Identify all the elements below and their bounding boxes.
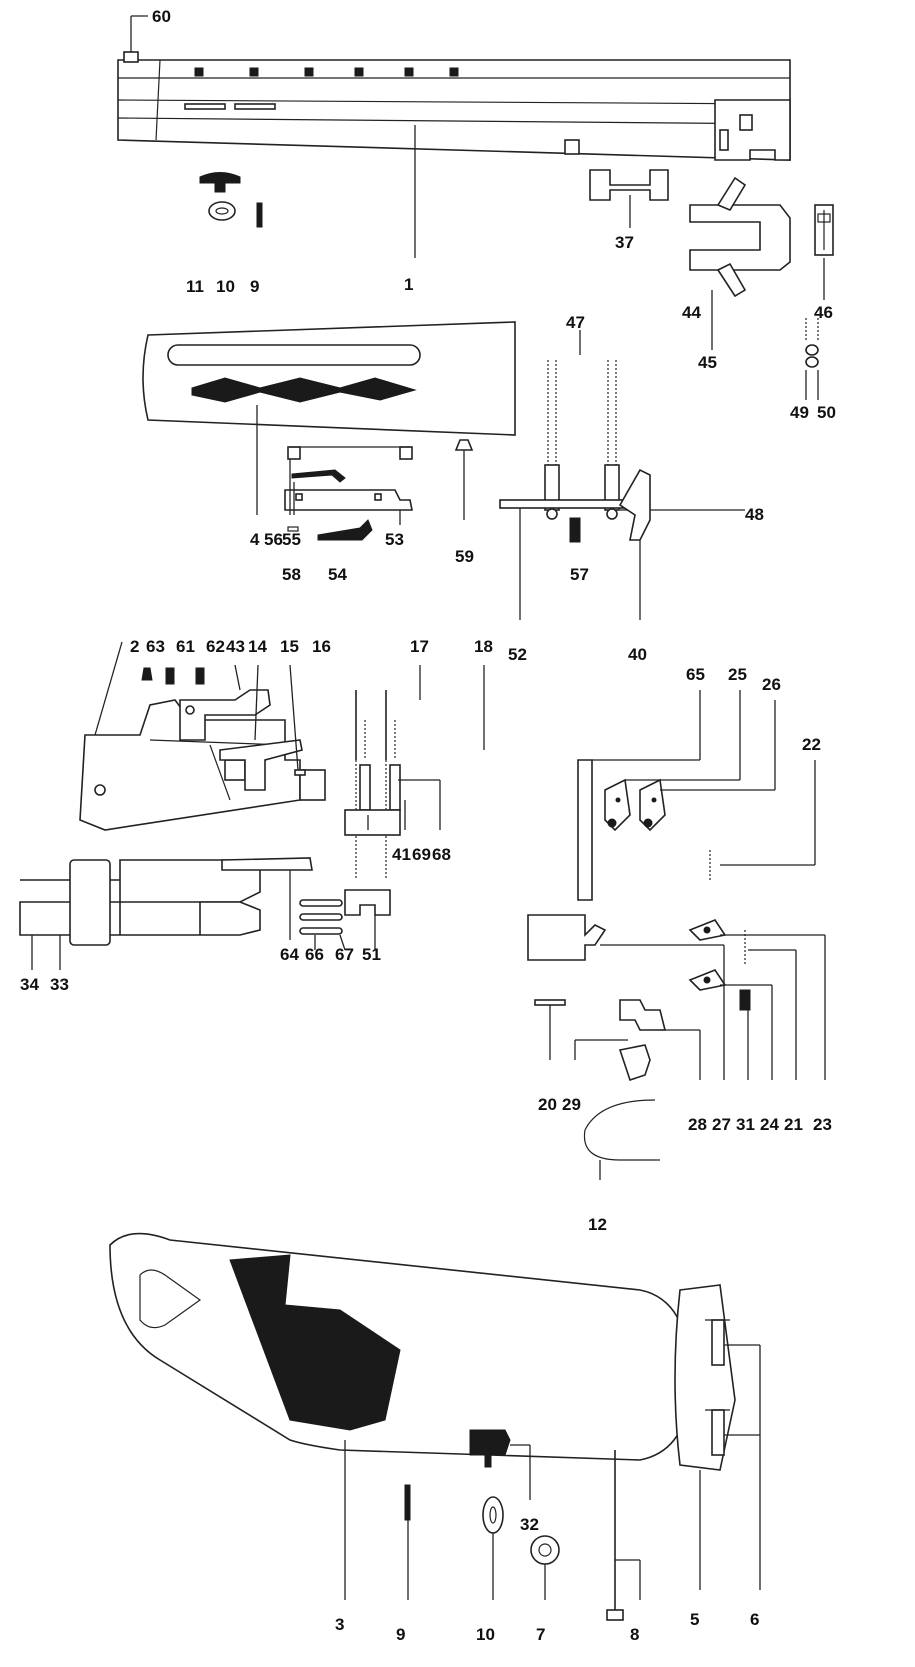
label-10-lower: 10 (476, 1625, 495, 1644)
label-43: 43 (226, 637, 245, 656)
label-48: 48 (745, 505, 764, 524)
opening-lever-rod (499, 468, 651, 543)
label-33: 33 (50, 975, 69, 994)
label-45: 45 (698, 353, 717, 372)
label-27: 27 (712, 1115, 731, 1134)
label-11: 11 (186, 277, 204, 296)
label-25: 25 (728, 665, 747, 684)
barrel-vent-rib (184, 67, 459, 110)
barrel-assembly (117, 51, 791, 161)
label-18: 18 (474, 637, 493, 656)
label-16: 16 (312, 637, 331, 656)
label-12: 12 (588, 1215, 607, 1234)
hammers-sears (577, 759, 711, 901)
label-6: 6 (750, 1610, 759, 1629)
label-52: 52 (508, 645, 527, 664)
label-67: 67 (335, 945, 354, 964)
label-66: 66 (305, 945, 324, 964)
label-51: 51 (362, 945, 381, 964)
forearm (142, 321, 516, 436)
label-68: 68 (432, 845, 451, 864)
label-49: 49 (790, 403, 809, 422)
label-2: 2 (130, 637, 139, 656)
label-34: 34 (20, 975, 39, 994)
label-28: 28 (688, 1115, 707, 1134)
label-29: 29 (562, 1095, 581, 1114)
label-15: 15 (280, 637, 299, 656)
cocking-rods (344, 720, 401, 836)
label-17: 17 (410, 637, 429, 656)
label-10-upper: 10 (216, 277, 235, 296)
label-20: 20 (538, 1095, 557, 1114)
label-9-upper: 9 (250, 277, 259, 296)
label-54: 54 (328, 565, 347, 584)
label-24: 24 (760, 1115, 779, 1134)
recoil-pad (674, 1284, 736, 1471)
label-58: 58 (282, 565, 301, 584)
trigger-group (527, 914, 751, 1161)
label-40: 40 (628, 645, 647, 664)
upper-sling-swivel (199, 172, 263, 228)
ejector-springs (544, 318, 819, 520)
label-57: 57 (570, 565, 589, 584)
label-1: 1 (404, 275, 413, 294)
trigger-plate-strap (19, 859, 261, 946)
forend-latch-parts (284, 439, 474, 541)
label-59: 59 (455, 547, 474, 566)
label-60: 60 (152, 7, 171, 26)
label-64: 64 (280, 945, 299, 964)
label-7: 7 (536, 1625, 545, 1644)
label-44: 44 (682, 303, 701, 322)
label-63: 63 (146, 637, 165, 656)
receiver (79, 699, 326, 831)
label-41: 41 (392, 845, 411, 864)
forend-iron-parts (589, 169, 834, 298)
buttstock (109, 1232, 691, 1461)
top-lever-parts (141, 667, 306, 791)
label-5: 5 (690, 1610, 699, 1629)
label-9-lower: 9 (396, 1625, 405, 1644)
label-31: 31 (736, 1115, 755, 1134)
label-55: 55 (282, 530, 301, 549)
label-8: 8 (630, 1625, 639, 1644)
label-4: 4 (250, 530, 260, 549)
label-61: 61 (176, 637, 195, 656)
label-21: 21 (784, 1115, 803, 1134)
label-23: 23 (813, 1115, 832, 1134)
label-37: 37 (615, 233, 634, 252)
label-62: 62 (206, 637, 225, 656)
safety-selector-parts (221, 857, 391, 935)
label-47: 47 (566, 313, 585, 332)
label-22: 22 (802, 735, 821, 754)
label-14: 14 (248, 637, 267, 656)
label-56: 56 (264, 530, 283, 549)
label-50: 50 (817, 403, 836, 422)
lower-sling-swivel-and-bolt (404, 1429, 624, 1621)
label-53: 53 (385, 530, 404, 549)
label-46: 46 (814, 303, 833, 322)
label-26: 26 (762, 675, 781, 694)
label-32: 32 (520, 1515, 539, 1534)
label-69: 69 (412, 845, 431, 864)
label-3: 3 (335, 1615, 344, 1634)
label-65: 65 (686, 665, 705, 684)
